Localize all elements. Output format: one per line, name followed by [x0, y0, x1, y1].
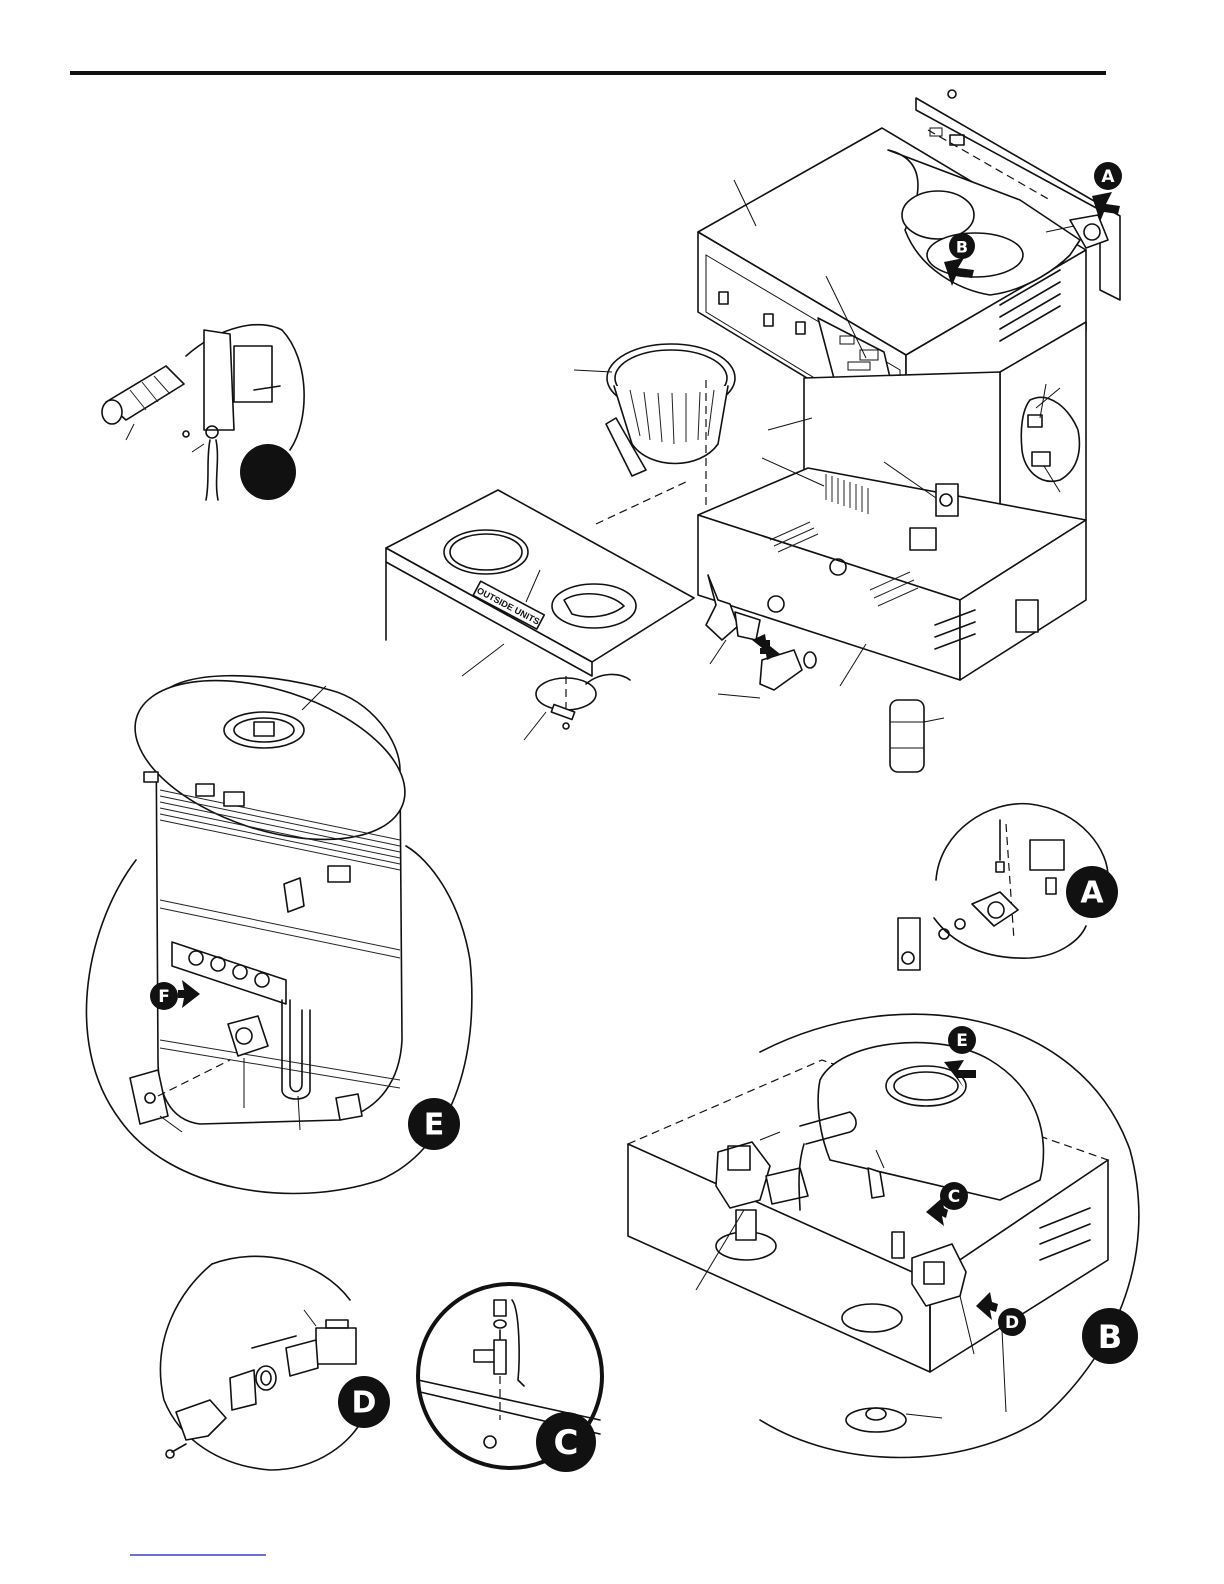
blank-callout-badge	[240, 444, 296, 500]
callout-badge-d-small: D	[998, 1308, 1026, 1336]
callout-b-small-text: B	[956, 238, 968, 257]
callout-e-small-text: E	[956, 1031, 968, 1051]
sealant-detail	[102, 325, 304, 500]
callout-c-large-text: C	[554, 1423, 579, 1463]
callout-badge-c-large: C	[536, 1412, 596, 1472]
callout-a-small-text: A	[1101, 167, 1115, 187]
callout-badge-d-large: D	[338, 1376, 390, 1428]
callout-c-small-text: C	[948, 1187, 960, 1207]
callout-badge-f-small: F	[150, 982, 178, 1010]
callout-badge-e-small: E	[948, 1026, 976, 1054]
callout-e-large-text: E	[424, 1108, 445, 1143]
warmer-deck: OUTSIDE UNITS	[386, 490, 694, 740]
callout-f-small-text: F	[158, 987, 170, 1007]
callout-d-small-text: D	[1005, 1313, 1019, 1333]
callout-a-large-text: A	[1080, 876, 1104, 911]
callout-d-large-text: D	[352, 1386, 377, 1421]
brew-funnel	[574, 344, 735, 476]
detail-d	[160, 1256, 362, 1470]
callout-badge-a-large: A	[1066, 866, 1118, 918]
direction-arrow-d-icon	[976, 1292, 998, 1320]
callout-badge-c-small: C	[940, 1182, 968, 1210]
detail-b	[628, 1014, 1139, 1457]
callout-badge-b-large: B	[1082, 1308, 1138, 1364]
callout-b-large-text: B	[1098, 1318, 1122, 1356]
callout-badge-e-large: E	[408, 1098, 460, 1150]
brewer-lower-body	[698, 322, 1086, 772]
